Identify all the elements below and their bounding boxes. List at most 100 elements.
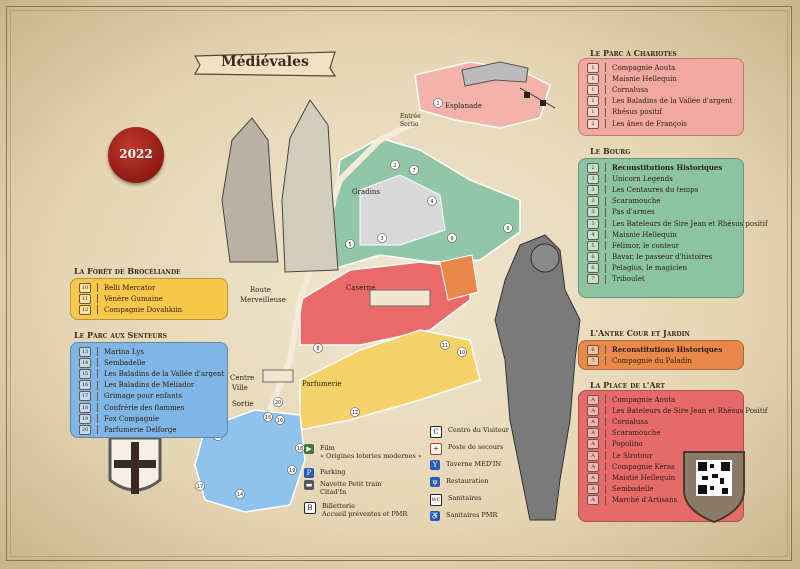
chariotes-item-label: Rhésus positif: [612, 108, 663, 117]
title-banner: [193, 51, 337, 77]
separator: [605, 345, 606, 355]
bourg-item-label: Maisnie Hellequin: [612, 230, 677, 239]
separator: [605, 63, 606, 73]
legend-visitor: C Centre du Visiteur: [430, 426, 509, 438]
art-item-label: Compagnie Aouta: [612, 395, 676, 404]
senteurs-item-label: Marina Lys: [104, 347, 144, 356]
separator: [97, 403, 98, 413]
art-item-number: A: [587, 439, 599, 450]
separator: [605, 263, 606, 273]
senteurs-item-number: 19: [79, 413, 91, 424]
foret-item-label: Belli Mercator: [104, 283, 156, 292]
art-item-label: Les Bateleurs de Sire Jean et Rhésus Pos…: [612, 406, 768, 415]
bourg-item-label: Félimor, le conteur: [612, 241, 680, 250]
separator: [605, 406, 606, 416]
senteurs-item-label: Grimage pour enfants: [104, 392, 182, 401]
outer-frame: [6, 6, 792, 561]
art-item-number: A: [587, 405, 599, 416]
separator: [97, 305, 98, 315]
separator: [605, 96, 606, 106]
bourg-item-number: 4: [587, 229, 599, 240]
art-item-number: A: [587, 394, 599, 405]
chariotes-item-number: 2: [587, 118, 599, 129]
label-sortie-2: Sortie: [232, 400, 254, 408]
art-item-label: Cornalusa: [612, 417, 649, 426]
bourg-item-number: 6: [587, 252, 599, 263]
bourg-item: 6 Bavar, le passeur d'histoires: [587, 252, 735, 263]
zone-marker: [440, 340, 450, 350]
separator: [605, 428, 606, 438]
panel-title-senteurs: Le Parc aux Senteurs: [74, 330, 167, 340]
chariotes-item-label: Cornalusa: [612, 85, 649, 94]
separator: [605, 395, 606, 405]
separator: [605, 462, 606, 472]
zone-marker-number: 6: [506, 226, 509, 232]
antre-item-label: Reconstitutions Historiques: [612, 345, 723, 355]
label-ville: Ville: [232, 384, 248, 392]
legend-first-aid-label: Poste de secours: [448, 443, 504, 451]
separator: [97, 425, 98, 435]
senteurs-item-label: Les Baladins de Méliador: [104, 381, 195, 390]
ticket-icon: B: [304, 502, 316, 514]
foret-item-number: 11: [79, 293, 91, 304]
zone-marker-number: 16: [277, 418, 283, 424]
label-esplanade: Esplanade: [445, 102, 482, 110]
senteurs-item-label: Confrérie des flammes: [104, 403, 185, 412]
panel-title-art: La Place de l'Art: [590, 380, 665, 390]
separator: [97, 391, 98, 401]
label-entree: Entrée: [400, 113, 421, 120]
label-route-1: Route: [250, 286, 271, 294]
art-item-label: Compagnie Kéras: [612, 462, 675, 471]
bourg-item-label: Pelagius, le magicien: [612, 264, 688, 273]
legend-tavern: Y Taverne MED'IN: [430, 460, 501, 470]
separator: [605, 230, 606, 240]
zone-marker-number: 14: [237, 492, 243, 498]
zone-marker: [275, 415, 285, 425]
legend-train-line1: Navette Petit train: [320, 480, 382, 488]
art-item-number: A: [587, 495, 599, 506]
separator: [605, 495, 606, 505]
zone-marker-number: 20: [275, 400, 281, 406]
toilets-icon: WC: [430, 494, 442, 506]
antre-item-label: Compagnie du Paladin: [612, 356, 692, 365]
art-item: A Compagnie Aouta: [587, 394, 735, 405]
panel-title-bourg: Le Bourg: [590, 146, 631, 156]
accessible-toilets-icon: ♿: [430, 511, 440, 521]
separator: [605, 207, 606, 217]
separator: [605, 185, 606, 195]
zone-marker: [350, 407, 360, 417]
label-caserne: Caserne: [346, 284, 376, 292]
zone-gradins: [359, 174, 446, 246]
art-item-number: A: [587, 484, 599, 495]
legend-accessible-label: Sanitaires PMR: [446, 511, 498, 519]
bourg-item-number: 6: [587, 263, 599, 274]
legend-film-line2: « Origines loteries modernes »: [320, 452, 422, 460]
separator: [605, 85, 606, 95]
bourg-item-number: 2: [587, 162, 599, 173]
zone-marker-number: 5: [348, 242, 351, 248]
legend-accessible: ♿ Sanitaires PMR: [430, 511, 497, 521]
tavern-icon: Y: [430, 460, 440, 470]
qr-code-icon[interactable]: [682, 448, 746, 524]
bourg-item-label: Bavar, le passeur d'histoires: [612, 253, 713, 262]
zone-marker-number: 4: [430, 199, 433, 205]
label-route-2: Merveilleuse: [240, 296, 286, 304]
